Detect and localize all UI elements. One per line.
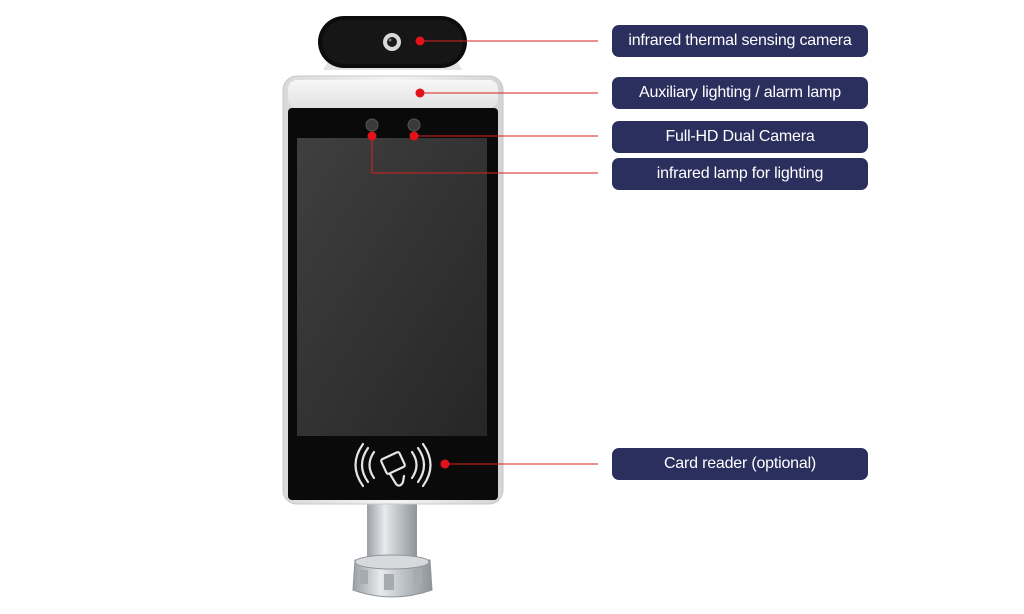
device-body (282, 75, 504, 505)
marker-thermal (415, 36, 425, 46)
label-ir-lamp: infrared lamp for lighting (612, 158, 868, 190)
label-card-reader: Card reader (optional) (612, 448, 868, 480)
marker-dual-camera (409, 131, 419, 141)
auxiliary-light-bar (288, 80, 498, 108)
label-thermal-camera: infrared thermal sensing camera (612, 25, 868, 57)
marker-dots (367, 36, 450, 469)
thermal-camera-housing (318, 16, 467, 70)
mounting-pole (352, 498, 433, 598)
label-dual-camera: Full-HD Dual Camera (612, 121, 868, 153)
contactless-card-icon (354, 442, 432, 488)
leader-lines (371, 40, 598, 465)
display-screen (297, 138, 487, 436)
dual-camera-lens-right-icon (407, 118, 421, 132)
marker-card-reader (440, 459, 450, 469)
marker-aux (415, 88, 425, 98)
leader-line-ir-lamp (371, 136, 598, 174)
dual-camera-lens-left-icon (365, 118, 379, 132)
marker-ir-lamp (367, 131, 377, 141)
label-auxiliary-lighting: Auxiliary lighting / alarm lamp (612, 77, 868, 109)
